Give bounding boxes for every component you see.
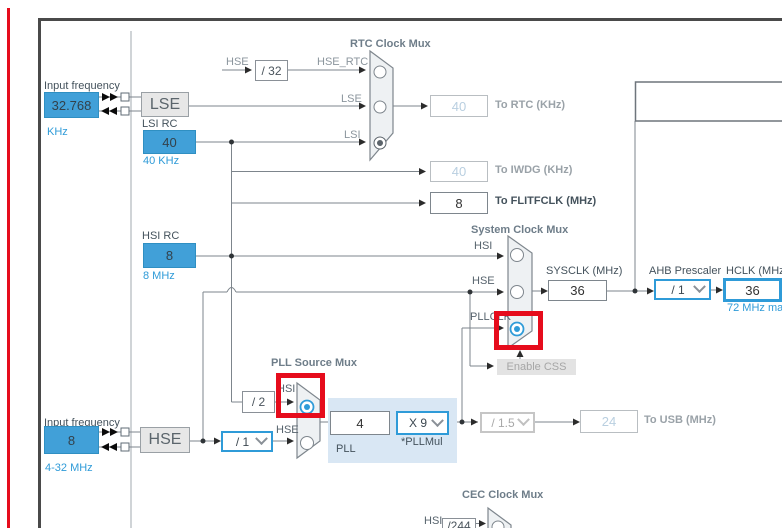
pll-prediv-box[interactable]: 4 (330, 411, 390, 435)
osc-frequency-input[interactable]: 8 (44, 426, 99, 454)
red-annotation-line (7, 8, 10, 528)
hsi-rc-label: HSI RC (142, 230, 180, 242)
rtc-mux-radio-hse-rtc[interactable] (373, 65, 387, 79)
to-rtc-label: To RTC (KHz) (495, 99, 566, 111)
sys-mux-input-hse-label: HSE (472, 275, 495, 287)
ahb-prescaler-value: / 1 (671, 282, 685, 297)
osc-range-label: 4-32 MHz (45, 462, 93, 474)
sys-mux-radio-hse[interactable] (510, 285, 524, 299)
hse-rtc-divider-box: / 32 (255, 60, 288, 81)
rtc-mux-input-lse-label: LSE (341, 93, 362, 105)
wire-hop (226, 287, 237, 293)
chevron-down-icon (255, 432, 268, 446)
lsi-rc-label: LSI RC (142, 118, 178, 130)
lsi-frequency-box: 40 (143, 130, 196, 154)
cec-mux-title: CEC Clock Mux (462, 489, 544, 501)
rtc-mux-radio-lse[interactable] (373, 100, 387, 114)
pll-mux-input-hse-label: HSE (276, 424, 299, 436)
rtc-mux-input-hse-rtc-label: HSE_RTC (317, 56, 369, 68)
ahb-prescaler-dropdown[interactable]: / 1 (654, 279, 711, 300)
sysclk-value-box[interactable]: 36 (548, 280, 607, 301)
osc32-input-frequency-label: Input frequency (44, 80, 120, 92)
hclk-max-label: 72 MHz max (727, 302, 782, 314)
usb-prescaler-value: / 1.5 (491, 415, 515, 430)
rtc-mux-radio-lsi-dot (377, 140, 383, 146)
red-highlight-sys-pllclk-radio (494, 311, 543, 350)
osc32-in-pad (120, 92, 130, 102)
pll-mul-label: *PLLMul (401, 436, 443, 448)
hse-source-box: HSE (140, 427, 190, 453)
panel-border-top (38, 18, 782, 21)
hsi-unit-label: 8 MHz (143, 270, 175, 282)
cec-divider-box: /244 (442, 518, 476, 528)
pll-label: PLL (336, 443, 356, 455)
pll-mul-dropdown[interactable]: X 9 (396, 411, 449, 435)
chevron-down-icon (431, 413, 444, 427)
cec-mux-radio-hsi[interactable] (491, 520, 505, 528)
hclk-label: HCLK (MHz) (726, 265, 782, 277)
to-usb-label: To USB (MHz) (644, 414, 716, 426)
pll-mux-radio-hsi-dot (304, 404, 310, 410)
hsi-frequency-box: 8 (143, 243, 196, 268)
pll-mul-value: X 9 (408, 416, 427, 430)
usb-clock-value: 24 (580, 410, 638, 433)
sys-mux-radio-pllclk-dot (514, 326, 520, 332)
red-highlight-pll-hsi-radio (276, 373, 325, 418)
lsi-unit-label: 40 KHz (143, 155, 180, 167)
rtc-mux-input-lsi-label: LSI (344, 129, 361, 141)
enable-css-button[interactable]: Enable CSS (497, 359, 576, 375)
osc32-frequency-input[interactable]: 32.768 (44, 92, 99, 118)
flitfclk-value: 8 (430, 192, 488, 214)
pll-hsi-divider-box: / 2 (242, 391, 275, 413)
pll-mux-input-hsi-label: HSI (277, 383, 296, 395)
ahb-prescaler-label: AHB Prescaler (649, 265, 722, 277)
lse-source-box: LSE (141, 92, 189, 117)
pll-mux-title: PLL Source Mux (271, 357, 357, 369)
rtc-clock-value: 40 (430, 95, 488, 117)
osc32-out-pad (120, 106, 130, 116)
usb-prescaler-dropdown[interactable]: / 1.5 (480, 412, 535, 433)
hse-prescaler-value: / 1 (235, 434, 250, 449)
osc-out-pad (120, 442, 130, 452)
to-flitfclk-label: To FLITFCLK (MHz) (495, 195, 597, 207)
osc-in-pad (120, 427, 130, 437)
cec-hsi-source-label: HSI (424, 515, 443, 527)
pll-mux-radio-hse[interactable] (300, 436, 314, 450)
sys-mux-input-hsi-label: HSI (474, 240, 493, 252)
peripheral-tree-box (634, 81, 782, 122)
sys-mux-title: System Clock Mux (471, 224, 569, 236)
hse-prescaler-dropdown[interactable]: / 1 (221, 431, 273, 452)
rtc-hse-source-label: HSE (226, 56, 249, 68)
sysclk-label: SYSCLK (MHz) (546, 265, 623, 277)
iwdg-clock-value: 40 (430, 161, 488, 182)
sys-mux-radio-hsi[interactable] (510, 248, 524, 262)
panel-border-left (38, 18, 41, 528)
chevron-down-icon (517, 413, 530, 427)
rtc-mux-title: RTC Clock Mux (350, 38, 431, 50)
to-iwdg-label: To IWDG (KHz) (495, 164, 573, 176)
hclk-value-input[interactable]: 36 (723, 278, 782, 302)
osc32-unit-label: KHz (47, 126, 68, 138)
chevron-down-icon (693, 280, 706, 294)
